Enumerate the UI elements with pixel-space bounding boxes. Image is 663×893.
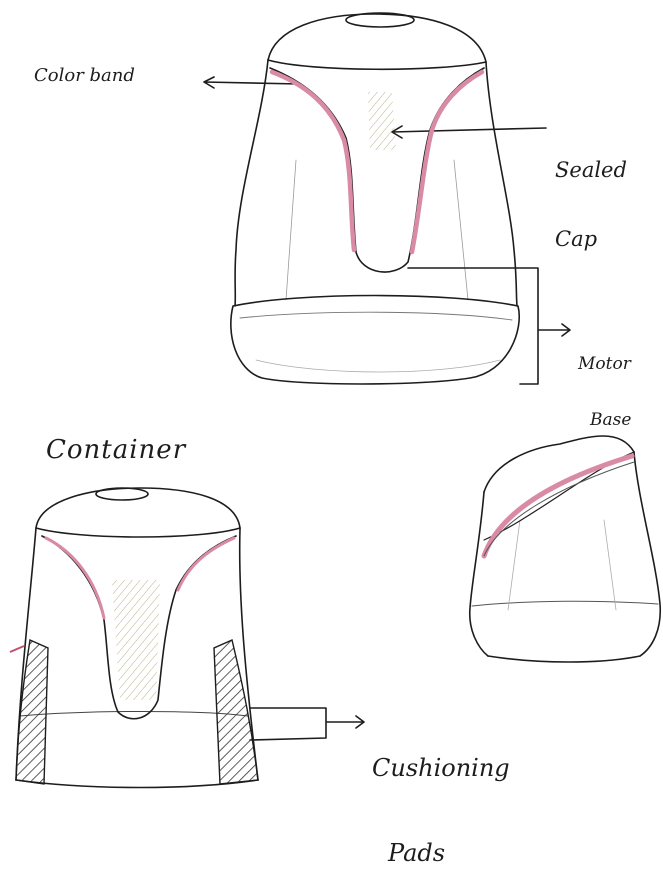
- container-dome: [36, 488, 240, 528]
- sealed-cap-label-line1: Sealed: [555, 159, 627, 182]
- blender-sketch-top: [204, 13, 570, 384]
- container-opening: [96, 488, 148, 500]
- jar-body-left: [235, 60, 268, 306]
- cushioning-pads-label-line1: Cushioning: [372, 755, 510, 781]
- sealed-cap-label-line2: Cap: [555, 228, 627, 251]
- variant-body-left: [470, 492, 488, 656]
- jar-body-right: [486, 62, 517, 306]
- sealed-cap-pointer: [392, 126, 546, 138]
- container-color-band: [46, 538, 104, 618]
- cushioning-pad-left: [16, 640, 48, 784]
- cushioning-pads-label-line2: Pads: [388, 840, 510, 866]
- motor-base-label: Motor Base: [578, 318, 631, 449]
- container-sketch: [16, 488, 364, 788]
- color-band-label: Color band: [34, 66, 135, 86]
- motor-base: [231, 296, 519, 385]
- motor-base-bracket: [408, 268, 570, 384]
- angled-variant-sketch: [470, 436, 661, 662]
- variant-color-band: [484, 456, 632, 556]
- cushioning-pointer: [250, 708, 364, 740]
- edge-mark: [10, 646, 24, 652]
- motor-base-label-line1: Motor: [578, 355, 631, 374]
- cap-top-opening: [346, 13, 414, 27]
- dome-cap: [268, 14, 486, 62]
- cushioning-pads-label: Cushioning Pads: [372, 702, 510, 893]
- container-cap-shading: [112, 580, 160, 700]
- sealed-cap-label: Sealed Cap: [555, 113, 627, 275]
- color-band-stroke: [272, 72, 354, 250]
- motor-base-label-line2: Base: [590, 411, 631, 430]
- container-label: Container: [46, 436, 186, 465]
- cushioning-pad-right: [214, 640, 258, 784]
- color-band-stroke-right: [412, 72, 482, 252]
- variant-body-right: [634, 452, 660, 656]
- container-color-band-right: [178, 538, 234, 590]
- cap-shading: [368, 92, 396, 150]
